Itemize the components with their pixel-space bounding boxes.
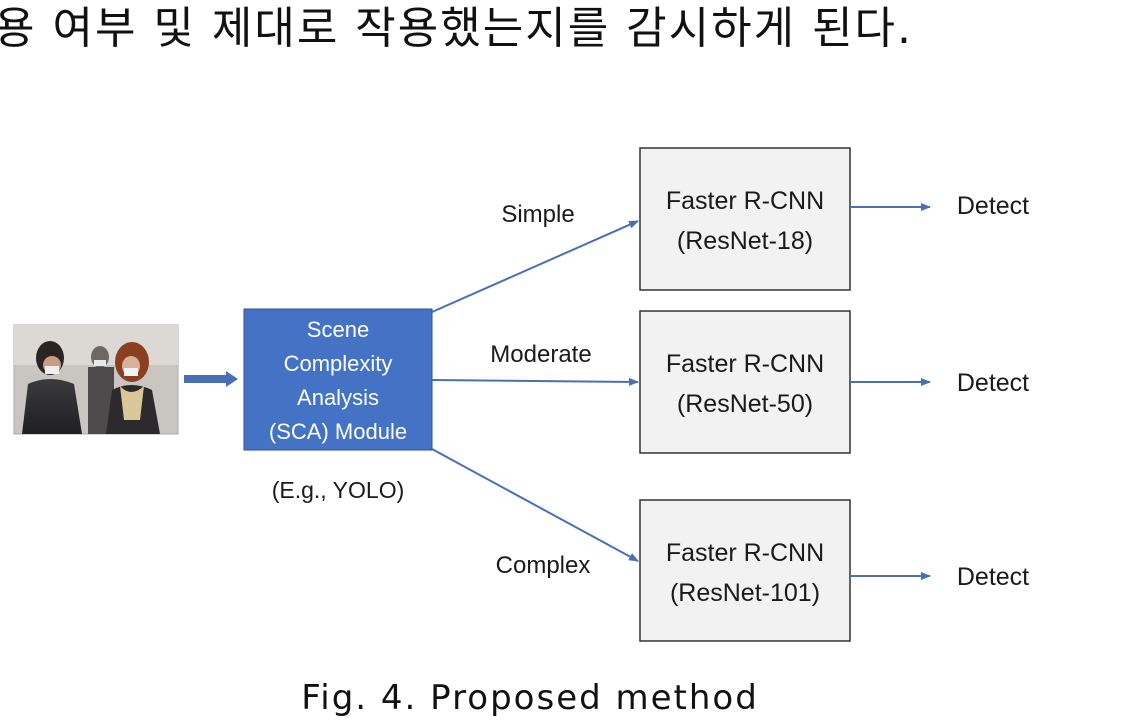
header-text: 용 여부 및 제대로 작용했는지를 감시하게 된다.: [0, 3, 914, 54]
sca-note: (E.g., YOLO): [272, 477, 405, 503]
sca-line-1: Scene: [307, 317, 369, 342]
sca-line-3: Analysis: [297, 385, 379, 410]
sca-line-2: Complexity: [284, 351, 393, 376]
model-box-resnet18: Faster R-CNN (ResNet-18): [639, 147, 851, 291]
model-name: Faster R-CNN: [666, 350, 824, 378]
model-backbone: (ResNet-50): [677, 390, 813, 418]
model-box-resnet101: Faster R-CNN (ResNet-101): [639, 499, 851, 642]
detect-label-3: Detect: [957, 563, 1029, 591]
model-box-resnet50: Faster R-CNN (ResNet-50): [639, 310, 851, 454]
figure-caption: Fig. 4. Proposed method: [301, 678, 759, 718]
arrow-complex: [431, 448, 639, 562]
model-backbone: (ResNet-18): [677, 227, 813, 255]
detect-label-2: Detect: [957, 369, 1029, 397]
arrow-simple: [431, 220, 639, 313]
branch-label-complex: Complex: [496, 552, 591, 579]
model-name: Faster R-CNN: [666, 539, 824, 567]
branch-label-simple: Simple: [501, 201, 574, 228]
branch-label-moderate: Moderate: [490, 341, 591, 368]
input-photo: [13, 324, 179, 435]
arrow-moderate: [431, 377, 639, 386]
detect-label-1: Detect: [957, 192, 1029, 220]
sca-line-4: (SCA) Module: [269, 419, 407, 444]
model-backbone: (ResNet-101): [670, 579, 820, 607]
sca-module: Scene Complexity Analysis (SCA) Module: [243, 308, 433, 451]
input-arrow: [184, 371, 238, 387]
model-name: Faster R-CNN: [666, 187, 824, 215]
